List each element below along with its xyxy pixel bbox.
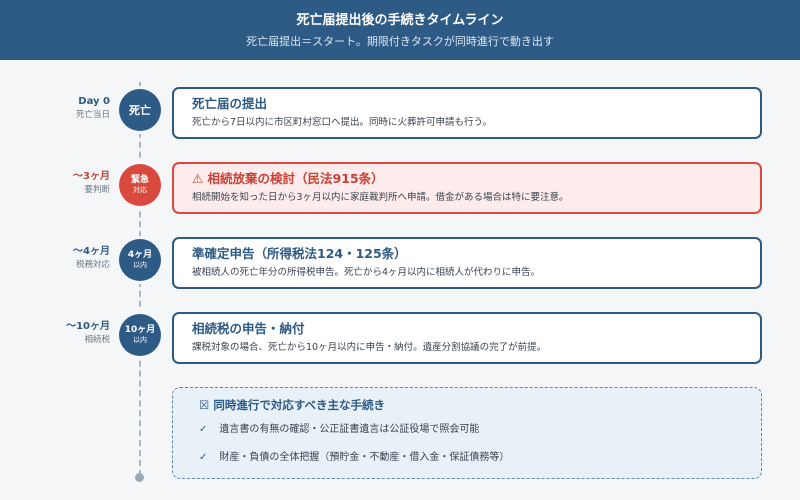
step-2-node-sublabel: 対応 — [133, 186, 147, 194]
parallel-task-item: ✓ 財産・負債の全体把握（預貯金・不動産・借入金・保証債務等） — [199, 451, 509, 465]
check-icon: ✓ — [199, 452, 208, 463]
step-4-when: 〜10ヶ月 — [66, 321, 110, 332]
step-2-time-label: 〜3ヶ月 要判断 — [30, 170, 110, 197]
step-4-description: 課税対象の場合、死亡から10ヶ月以内に申告・納付。遺産分割協議の完了が前提。 — [192, 342, 547, 353]
step-4-card: 相続税の申告・納付 課税対象の場合、死亡から10ヶ月以内に申告・納付。遺産分割協… — [172, 312, 762, 364]
parallel-task-text: 財産・負債の全体把握（預貯金・不動産・借入金・保証債務等） — [219, 452, 510, 463]
page-subtitle: 死亡届提出＝スタート。期限付きタスクが同時進行で動き出す — [246, 35, 554, 48]
step-3-when-note: 税務対応 — [75, 260, 110, 270]
parallel-tasks-box: ☒ 同時進行で対応すべき主な手続き ✓ 遺言書の有無の確認・公正証書遺言は公証役場… — [172, 387, 762, 479]
step-4-node-label: 10ヶ月 — [124, 325, 156, 335]
step-4-time-label: 〜10ヶ月 相続税 — [30, 320, 110, 347]
parallel-tasks-title: ☒ 同時進行で対応すべき主な手続き — [199, 397, 385, 413]
step-1-card: 死亡届の提出 死亡から7日以内に市区町村窓口へ提出。同時に火葬許可申請も行う。 — [172, 87, 762, 139]
step-2-when-note: 要判断 — [84, 185, 110, 195]
step-4-node: 10ヶ月 以内 — [119, 314, 161, 356]
step-2-title: ⚠ 相続放棄の検討（民法915条） — [192, 171, 384, 186]
step-3-title: 準確定申告（所得税法124・125条） — [192, 246, 407, 261]
step-1-description: 死亡から7日以内に市区町村窓口へ提出。同時に火葬許可申請も行う。 — [192, 117, 492, 128]
step-3-description: 被相続人の死亡年分の所得税申告。死亡から4ヶ月以内に相続人が代わりに申告。 — [192, 267, 541, 278]
step-2-card: ⚠ 相続放棄の検討（民法915条） 相続開始を知った日から3ヶ月以内に家庭裁判所… — [172, 162, 762, 214]
step-1-node: 死亡 — [119, 89, 161, 131]
check-icon: ✓ — [199, 424, 208, 435]
parallel-task-item: ✓ 遺言書の有無の確認・公正証書遺言は公証役場で照会可能 — [199, 423, 479, 437]
parallel-tasks-title-text: 同時進行で対応すべき主な手続き — [213, 398, 386, 412]
step-4-node-sublabel: 以内 — [133, 336, 147, 344]
step-3-node: 4ヶ月 以内 — [119, 239, 161, 281]
step-3-when: 〜4ヶ月 — [73, 246, 110, 257]
step-2-when: 〜3ヶ月 — [73, 171, 110, 182]
timeline-end-dot — [135, 473, 144, 482]
step-4-when-note: 相続税 — [84, 335, 110, 345]
parallel-task-text: 遺言書の有無の確認・公正証書遺言は公証役場で照会可能 — [219, 424, 480, 435]
step-2-node: 緊急 対応 — [119, 164, 161, 206]
step-1-time-label: Day 0 死亡当日 — [30, 95, 110, 122]
step-3-card: 準確定申告（所得税法124・125条） 被相続人の死亡年分の所得税申告。死亡から… — [172, 237, 762, 289]
step-2-node-label: 緊急 — [130, 175, 149, 185]
step-1-title: 死亡届の提出 — [192, 96, 268, 111]
step-3-node-label: 4ヶ月 — [127, 250, 153, 260]
step-3-time-label: 〜4ヶ月 税務対応 — [30, 245, 110, 272]
checkbox-icon: ☒ — [199, 398, 210, 412]
step-1-when-note: 死亡当日 — [75, 110, 110, 120]
step-3-node-sublabel: 以内 — [133, 261, 147, 269]
step-1-when: Day 0 — [78, 96, 110, 107]
header: 死亡届提出後の手続きタイムライン 死亡届提出＝スタート。期限付きタスクが同時進行… — [0, 0, 800, 60]
step-1-node-label: 死亡 — [129, 103, 151, 117]
step-2-description: 相続開始を知った日から3ヶ月以内に家庭裁判所へ申請。借金がある場合は特に要注意。 — [192, 192, 569, 203]
page-title: 死亡届提出後の手続きタイムライン — [296, 13, 504, 28]
step-4-title: 相続税の申告・納付 — [192, 321, 305, 336]
